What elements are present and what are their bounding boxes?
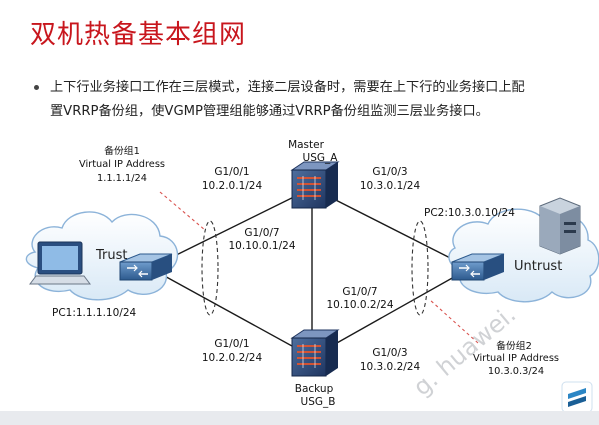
bullet-line-2: 置VRRP备份组，使VGMP管理组能够通过VRRP备份组监测三层业务接口。	[50, 104, 489, 119]
b-hb-ip: 10.10.0.2/24	[327, 299, 394, 311]
backup-role-label: Backup	[295, 383, 334, 395]
master-name-label: USG_A	[303, 152, 339, 164]
vrrp-group2-name: 备份组2	[496, 339, 532, 352]
a-down-port: G1/0/1	[214, 166, 249, 178]
untrust-switch-icon	[451, 253, 505, 281]
a-up-ip: 10.3.0.1/24	[360, 180, 421, 192]
vrrp-group2-pointer	[429, 299, 479, 344]
vrrp-group2-ip: 10.3.0.3/24	[488, 366, 544, 377]
a-up-port: G1/0/3	[372, 166, 407, 178]
vrrp-group1-pointer	[159, 191, 206, 231]
corner-logo-icon	[561, 381, 593, 413]
untrust-label: Untrust	[514, 259, 562, 274]
b-hb-port: G1/0/7	[342, 286, 377, 298]
vrrp-group1-vip-label: Virtual IP Address	[79, 159, 165, 170]
backup-name-label: USG_B	[301, 396, 336, 408]
bullet-line-1: 上下行业务接口工作在三层模式，连接二层设备时，需要在上下行的业务接口上配	[50, 80, 525, 95]
pc1-computer-icon	[29, 241, 91, 285]
b-up-port: G1/0/3	[372, 347, 407, 359]
vrrp-group2-vip-label: Virtual IP Address	[473, 353, 559, 364]
b-down-port: G1/0/1	[214, 338, 249, 350]
master-role-label: Master	[288, 139, 325, 151]
footer-bar	[0, 411, 599, 425]
a-hb-ip: 10.10.0.1/24	[229, 240, 296, 252]
vrrp-group1-ellipse	[201, 220, 219, 316]
bullet-marker	[34, 85, 39, 90]
pc2-label: PC2:10.3.0.10/24	[424, 207, 515, 219]
vrrp-group1-ip: 1.1.1.1/24	[97, 173, 147, 184]
backup-firewall-icon	[290, 329, 340, 377]
trust-label: Trust	[95, 248, 127, 263]
b-down-ip: 10.2.0.2/24	[202, 352, 263, 364]
vrrp-group1-name: 备份组1	[104, 144, 140, 157]
master-firewall-icon	[290, 161, 340, 209]
pc2-server-icon	[539, 197, 581, 255]
slide-title: 双机热备基本组网	[30, 20, 247, 50]
a-down-ip: 10.2.0.1/24	[202, 180, 263, 192]
links	[149, 187, 471, 358]
link-trust-backup	[149, 267, 313, 358]
trust-switch-icon	[119, 253, 173, 281]
a-hb-port: G1/0/7	[244, 227, 279, 239]
pc1-label: PC1:1.1.1.10/24	[52, 307, 137, 319]
link-master-untrust	[311, 187, 471, 269]
link-backup-untrust	[311, 267, 471, 358]
vrrp-group2-ellipse	[411, 220, 429, 316]
b-up-ip: 10.3.0.2/24	[360, 361, 421, 373]
bullet-paragraph: 上下行业务接口工作在三层模式，连接二层设备时，需要在上下行的业务接口上配 置VR…	[50, 76, 580, 124]
